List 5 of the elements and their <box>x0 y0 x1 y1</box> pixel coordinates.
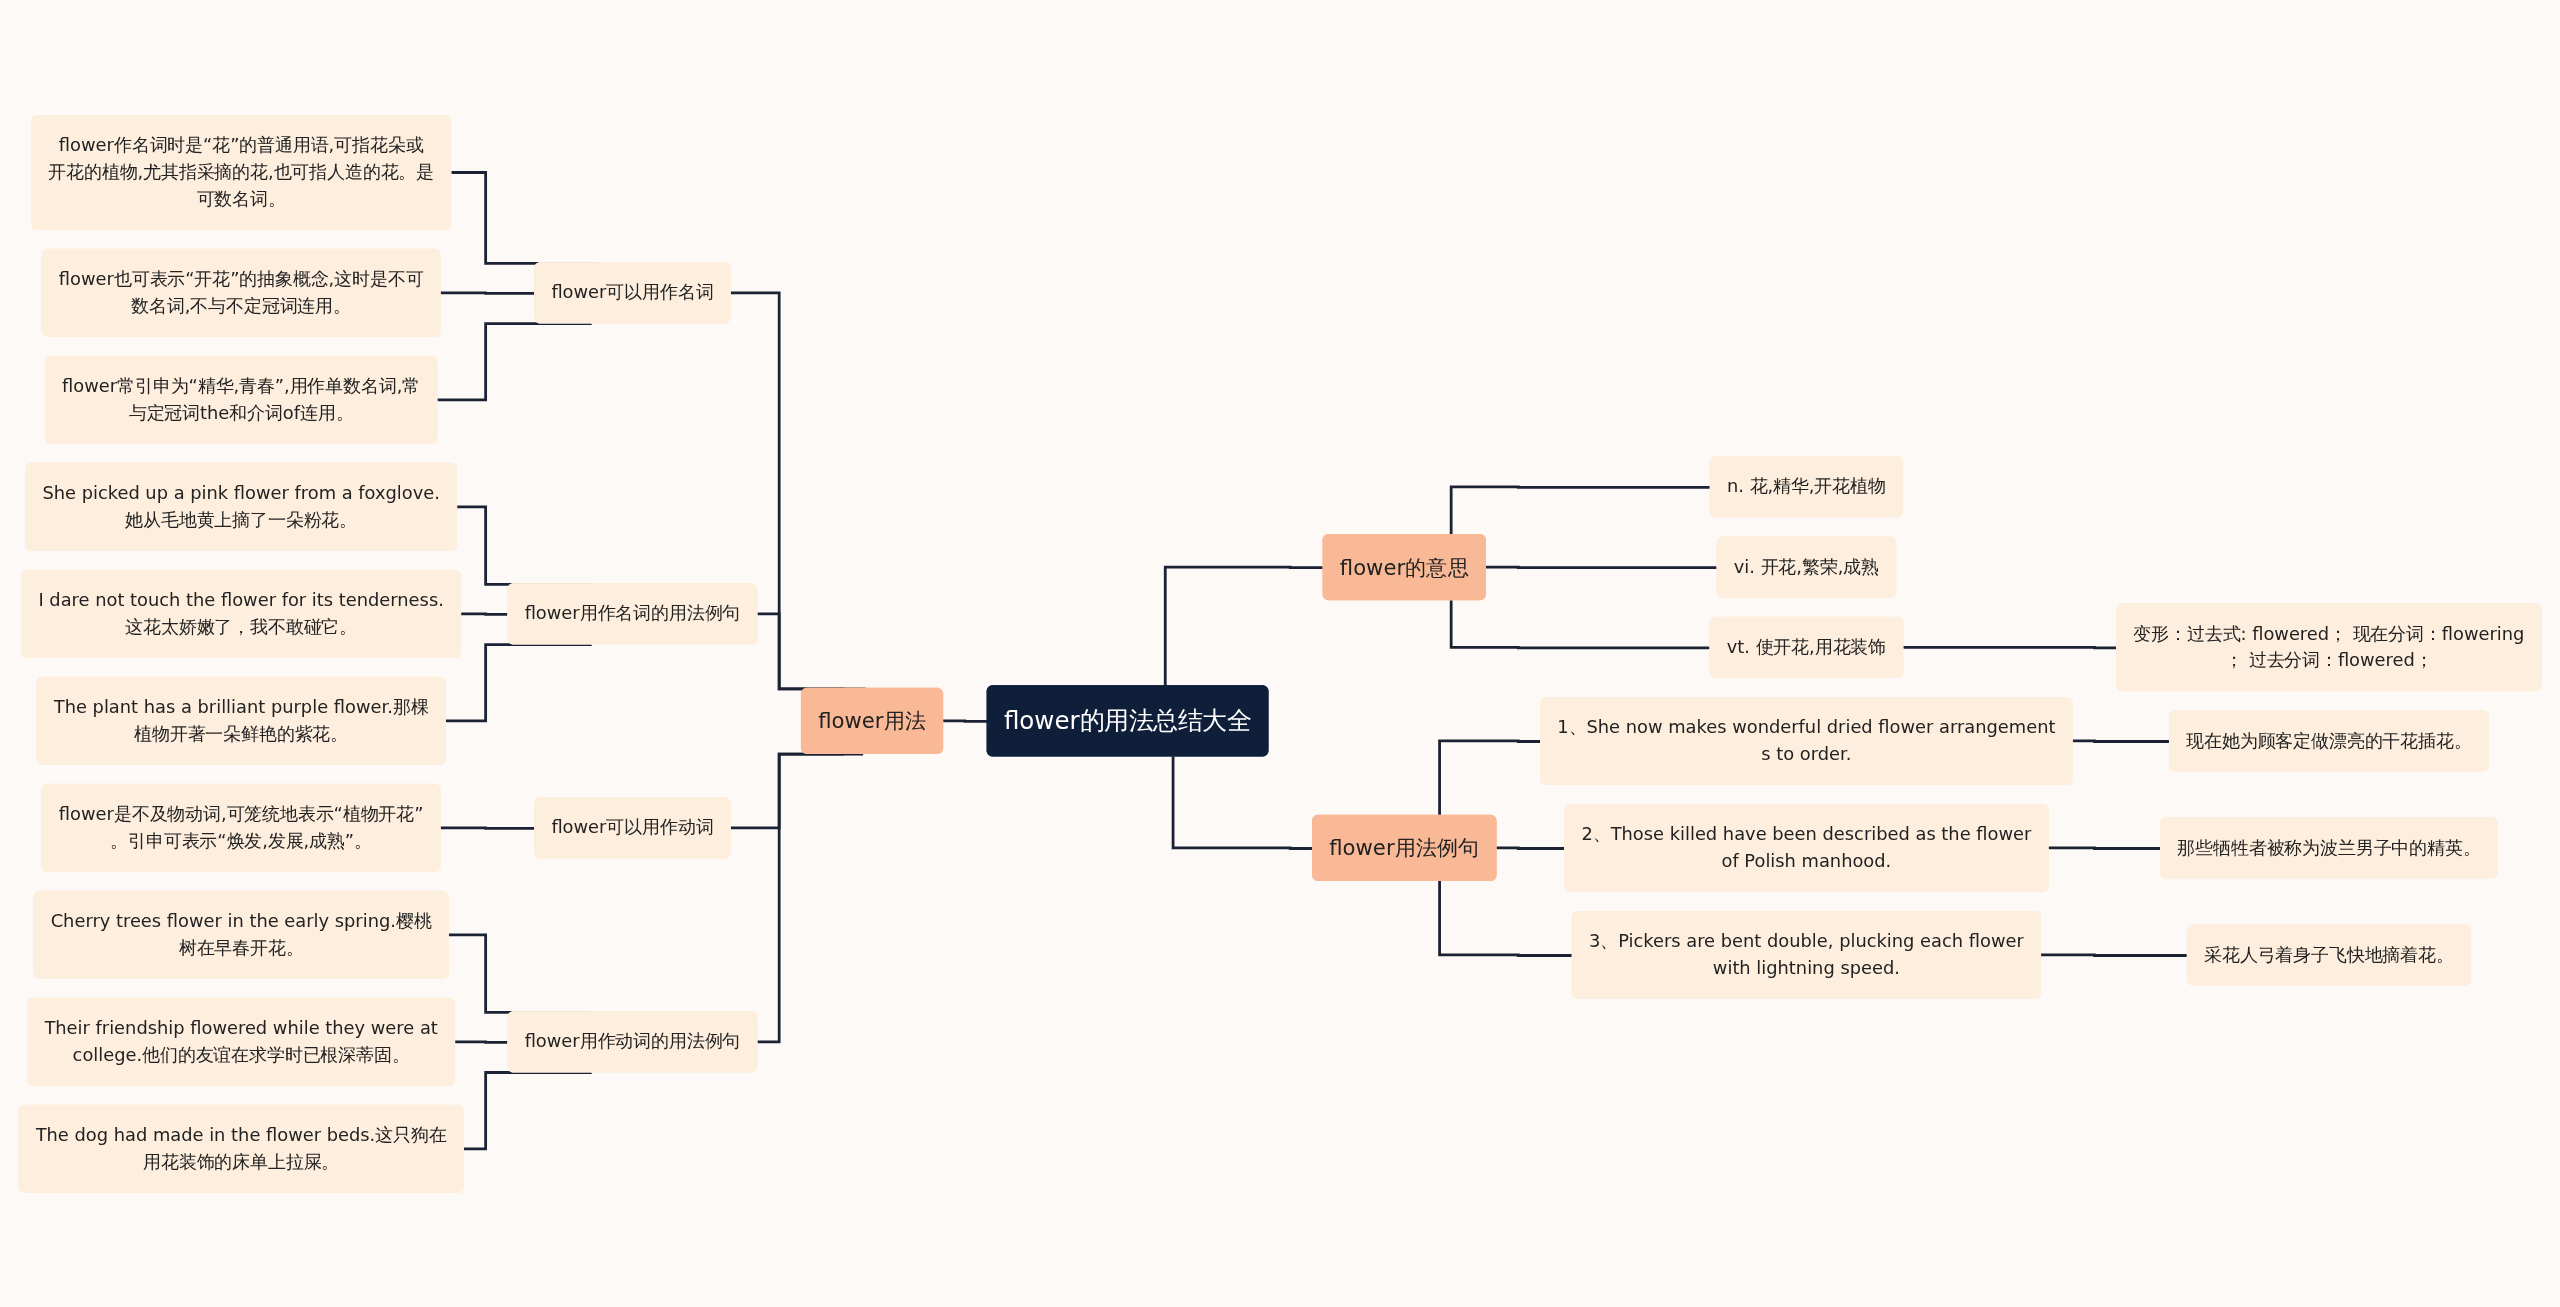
connector <box>756 752 864 1044</box>
connector <box>1163 565 1324 686</box>
connector <box>436 321 592 402</box>
connector <box>1449 484 1711 535</box>
connector <box>1438 880 1573 957</box>
